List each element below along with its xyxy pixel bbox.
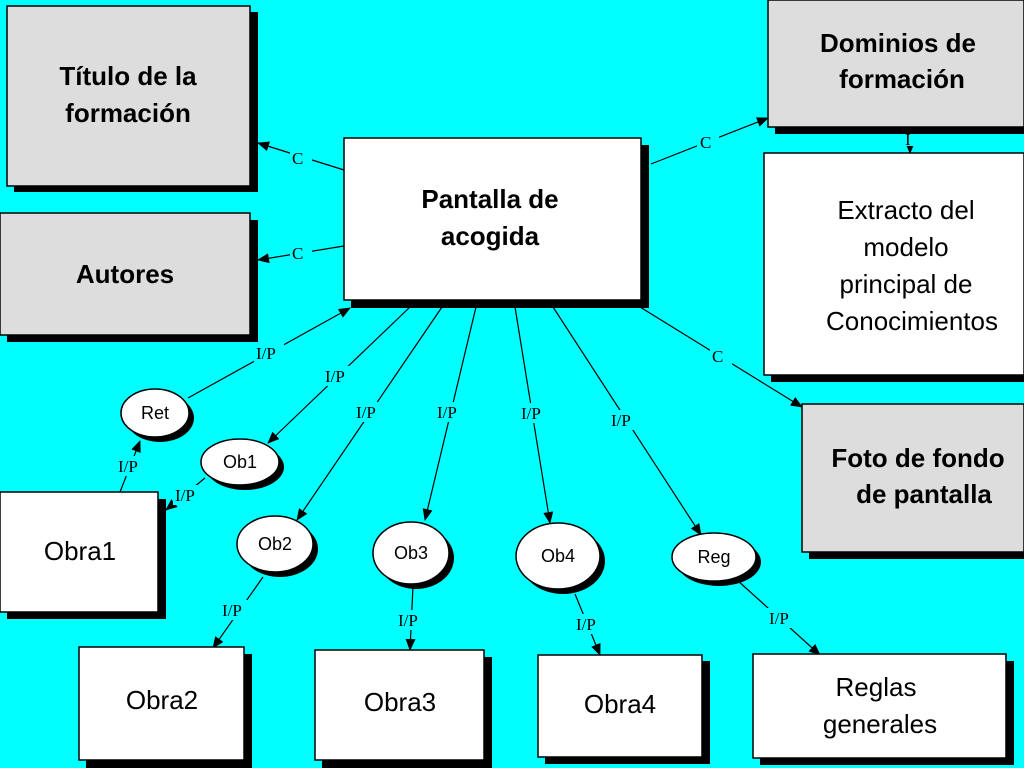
edge-label-pantalla-reg: I/P: [611, 411, 631, 430]
box-obra1: Obra1: [0, 491, 166, 619]
box-extracto-line-1: Extracto del: [837, 195, 974, 225]
ellipse-reg-label: Reg: [697, 547, 730, 567]
box-reglas-line-1: Reglas: [836, 672, 917, 702]
ellipse-ret-label: Ret: [141, 403, 169, 423]
box-extracto-line-4: Conocimientos: [826, 306, 998, 336]
box-obra4-line-1: Obra4: [584, 689, 656, 719]
box-obra3: Obra3: [314, 649, 492, 768]
box-foto: Foto de fondo de pantalla: [801, 403, 1024, 559]
edge-label-ob3-obra3: I/P: [398, 611, 418, 630]
edge-label-reg-reglas: I/P: [769, 609, 789, 628]
edge-label-pantalla-ob4: I/P: [521, 404, 541, 423]
box-dominios-line-1: Dominios de: [820, 28, 976, 58]
box-obra4: Obra4: [537, 654, 710, 764]
box-pantalla-line-1: Pantalla de: [421, 184, 558, 214]
edge-label-ob2-obra2: I/P: [222, 601, 242, 620]
box-obra2-line-1: Obra2: [126, 685, 198, 715]
ellipse-ob4-label: Ob4: [541, 546, 575, 566]
edge-label-ob4-obra4: I/P: [576, 615, 596, 634]
box-foto-line-2: de pantalla: [856, 479, 992, 509]
edge-label-ob1-obra1: I/P: [175, 486, 195, 505]
box-titulo-line-2: formación: [65, 98, 191, 128]
edge-label-pantalla-ob3: I/P: [437, 403, 457, 422]
box-titulo-line-1: Título de la: [59, 61, 197, 91]
ellipse-ob3: Ob3: [372, 521, 454, 589]
box-autores: Autores: [0, 212, 258, 342]
edge-label-pantalla-ob1: I/P: [325, 367, 345, 386]
box-dominios: Dominios de formación: [767, 0, 1024, 134]
box-extracto: Extracto del modelo principal de Conocim…: [763, 152, 1024, 382]
edge-label-dominios-extracto: I: [905, 130, 911, 149]
ellipse-ob2-label: Ob2: [258, 534, 292, 554]
box-extracto-line-2: modelo: [863, 232, 948, 262]
box-extracto-line-3: principal de: [840, 269, 973, 299]
box-titulo: Título de la formación: [6, 5, 258, 192]
box-autores-line-1: Autores: [76, 259, 174, 289]
ellipse-ob3-label: Ob3: [394, 543, 428, 563]
box-reglas: Reglas generales: [752, 653, 1014, 765]
ellipse-ob4: Ob4: [515, 522, 605, 594]
ellipse-ob1: Ob1: [200, 438, 284, 490]
ellipse-ob1-label: Ob1: [223, 452, 257, 472]
box-dominios-line-2: formación: [839, 64, 965, 94]
edge-label-ret-pantalla: I/P: [256, 344, 276, 363]
box-pantalla-line-2: acogida: [441, 221, 540, 251]
edge-label-pantalla-ob2: I/P: [356, 403, 376, 422]
edge-label-pantalla-foto: C: [712, 347, 723, 366]
box-foto-line-1: Foto de fondo: [831, 443, 1004, 473]
edge-label-pantalla-autores: C: [292, 244, 303, 263]
box-pantalla: Pantalla de acogida: [343, 137, 649, 308]
edge-label-pantalla-dominios: C: [700, 133, 711, 152]
edge-label-pantalla-titulo: C: [292, 149, 303, 168]
box-obra1-line-1: Obra1: [44, 536, 116, 566]
edge-label-obra1-ret: I/P: [118, 457, 138, 476]
ellipse-ob2: Ob2: [236, 515, 318, 577]
ellipse-reg: Reg: [671, 532, 761, 586]
edge-labels: C C C I C I/P I/P I/P I/P I/P I/P I/P I/…: [116, 130, 916, 634]
box-obra3-line-1: Obra3: [364, 687, 436, 717]
box-reglas-line-2: generales: [823, 709, 937, 739]
ellipse-ret: Ret: [120, 388, 194, 442]
box-obra2: Obra2: [78, 646, 252, 768]
